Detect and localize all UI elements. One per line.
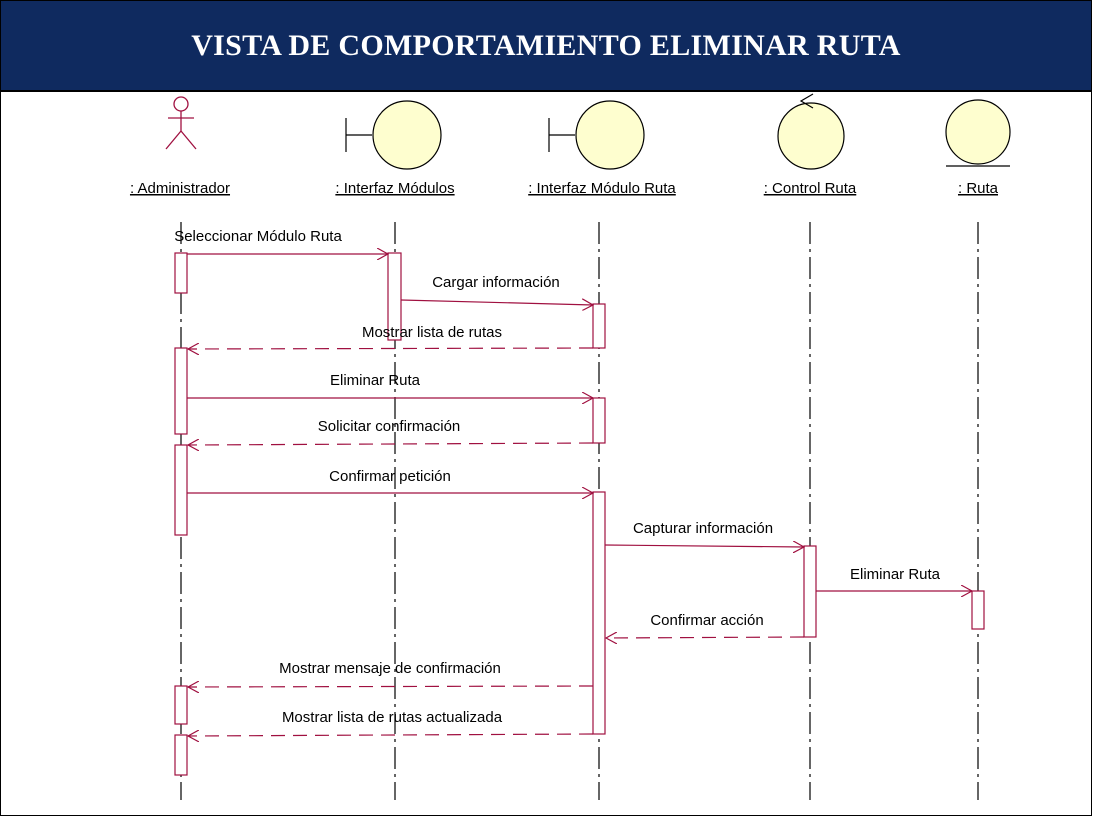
message-label: Mostrar lista de rutas actualizada [282, 709, 503, 726]
boundary-icon [548, 100, 645, 170]
activation-bar [174, 444, 188, 536]
lifeline-label-administrador: : Administrador [130, 180, 230, 197]
message-label: Mostrar lista de rutas [362, 324, 502, 341]
boundary-icon [345, 100, 442, 170]
message-label: Capturar información [633, 520, 773, 537]
lifeline-label-ruta: : Ruta [958, 180, 999, 197]
activation-bar [592, 303, 606, 349]
activation-bar [174, 685, 188, 725]
message-label: Solicitar confirmación [318, 418, 461, 435]
message-label: Seleccionar Módulo Ruta [174, 228, 342, 245]
message-arrow [606, 637, 805, 638]
message-arrow [188, 686, 594, 687]
activation-bar [592, 491, 606, 735]
lifeline-label-control-ruta: : Control Ruta [764, 180, 857, 197]
diagram-title: VISTA DE COMPORTAMIENTO ELIMINAR RUTA [191, 28, 901, 62]
message-arrow [188, 734, 594, 736]
message-arrow [188, 443, 594, 445]
activation-bar [803, 545, 817, 638]
entity-icon [945, 99, 1011, 167]
message-arrow [188, 348, 594, 349]
actor-icon [165, 96, 197, 150]
lifeline-label-interfaz-modulos: : Interfaz Módulos [335, 180, 454, 197]
activation-bar [174, 734, 188, 776]
message-arrow [400, 300, 593, 305]
message-label: Eliminar Ruta [850, 566, 941, 583]
activation-bar [387, 252, 402, 341]
message-label: Cargar información [432, 274, 560, 291]
title-banner: VISTA DE COMPORTAMIENTO ELIMINAR RUTA [1, 1, 1091, 92]
message-labels: Seleccionar Módulo Ruta Cargar informaci… [174, 228, 940, 726]
control-icon [777, 93, 845, 170]
message-label: Confirmar petición [329, 468, 451, 485]
message-label: Confirmar acción [650, 612, 763, 629]
activation-bar [971, 590, 985, 630]
message-label: Eliminar Ruta [330, 372, 421, 389]
activation-bar [174, 347, 188, 435]
lifeline-label-interfaz-modulo-ruta: : Interfaz Módulo Ruta [528, 180, 676, 197]
message-arrow [604, 545, 804, 547]
message-label: Mostrar mensaje de confirmación [279, 660, 501, 677]
activation-bar [174, 252, 188, 294]
activation-bar [592, 397, 606, 444]
lifeline-labels: : Administrador : Interfaz Módulos : Int… [130, 180, 999, 197]
